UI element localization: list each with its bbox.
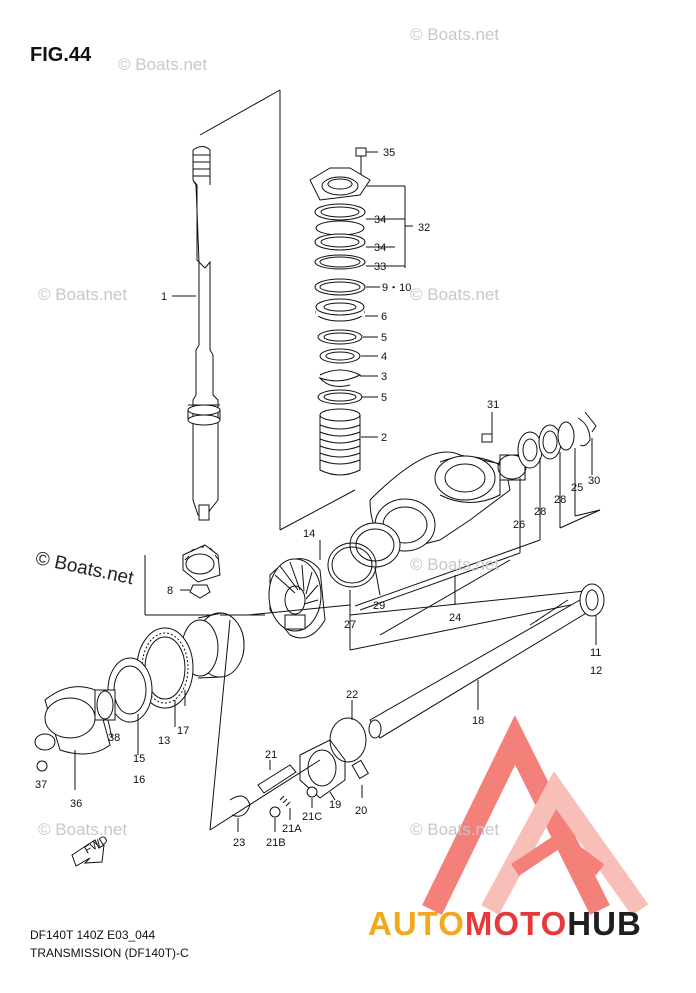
callout-21c: 21C bbox=[302, 811, 322, 823]
callout-36: 36 bbox=[70, 798, 82, 810]
fwd-arrow-icon bbox=[71, 839, 105, 867]
callout-23: 23 bbox=[233, 837, 245, 849]
figure-title: FIG.44 bbox=[30, 44, 92, 66]
callout-2: 2 bbox=[381, 432, 387, 444]
callout-16: 16 bbox=[133, 774, 145, 786]
automotohub-brand-text: AUTOMOTOHUB bbox=[368, 905, 642, 943]
watermark-text: © Boats.net bbox=[410, 25, 500, 44]
callout-4: 4 bbox=[381, 351, 387, 363]
callout-21: 21 bbox=[265, 749, 277, 761]
callout-9-10: 9・10 bbox=[382, 282, 411, 294]
callout-33: 33 bbox=[374, 261, 386, 273]
callout-1: 1 bbox=[161, 291, 167, 303]
callout-19: 19 bbox=[329, 799, 341, 811]
callout-5: 5 bbox=[381, 332, 387, 344]
callout-31: 31 bbox=[487, 399, 499, 411]
assembly-guide-lines bbox=[209, 604, 351, 831]
callout-26: 26 bbox=[513, 519, 525, 531]
callout-24: 24 bbox=[449, 612, 461, 624]
callout-34: 34 bbox=[374, 214, 386, 226]
callout-21b: 21B bbox=[266, 837, 286, 849]
brand-part-moto: MOTO bbox=[464, 905, 568, 942]
watermark-text: © Boats.net bbox=[38, 820, 128, 839]
callout-17: 17 bbox=[177, 725, 189, 737]
brand-part-hub: HUB bbox=[567, 905, 642, 942]
bearing-parts-13-15 bbox=[107, 627, 194, 755]
callout-14: 14 bbox=[303, 528, 315, 540]
callout-38: 38 bbox=[108, 732, 120, 744]
callout-37: 37 bbox=[35, 779, 47, 791]
callout-28: 28 bbox=[534, 506, 546, 518]
propeller-shaft-part-18 bbox=[368, 583, 605, 739]
diagram-caption: TRANSMISSION (DF140T)-C bbox=[30, 946, 189, 960]
watermark-text: © Boats.net bbox=[38, 285, 128, 304]
callout-34: 34 bbox=[374, 242, 386, 254]
callout-6: 6 bbox=[381, 311, 387, 323]
watermark-text: © Boats.net bbox=[410, 555, 500, 574]
callout-15: 15 bbox=[133, 753, 145, 765]
callout-32: 32 bbox=[418, 222, 430, 234]
callout-29: 29 bbox=[373, 600, 385, 612]
callout-3: 3 bbox=[381, 371, 387, 383]
callout-25: 25 bbox=[571, 482, 583, 494]
callout-8: 8 bbox=[167, 585, 173, 597]
forward-gear-part-14 bbox=[268, 558, 326, 639]
callout-21a: 21A bbox=[282, 823, 302, 835]
bearing-housing-part-24 bbox=[319, 411, 601, 651]
callout-28: 28 bbox=[554, 494, 566, 506]
watermark-text: © Boats.net bbox=[410, 820, 500, 839]
callout-labels: 35 34 32 34 33 9・10 6 5 4 3 5 2 1 31 14 … bbox=[35, 147, 602, 849]
watermark-text: © Boats.net bbox=[410, 285, 500, 304]
watermark-text: © Boats.net bbox=[118, 55, 208, 74]
callout-20: 20 bbox=[355, 805, 367, 817]
callout-27: 27 bbox=[344, 619, 356, 631]
callout-22: 22 bbox=[346, 689, 358, 701]
shim-stack-parts bbox=[309, 147, 413, 476]
push-rod-parts-21 bbox=[229, 760, 318, 832]
pinion-gear-part-8 bbox=[144, 544, 265, 616]
callout-13: 13 bbox=[158, 735, 170, 747]
reverse-gear-part-17 bbox=[181, 612, 265, 679]
clutch-dog-part-19 bbox=[299, 700, 370, 801]
propeller-housing-part-36 bbox=[34, 686, 116, 790]
callout-30: 30 bbox=[588, 475, 600, 487]
callout-11: 11 bbox=[590, 647, 601, 659]
drive-shaft-part-1 bbox=[172, 89, 356, 531]
diagram-code: DF140T 140Z E03_044 bbox=[30, 928, 156, 942]
automotohub-logo-icon bbox=[422, 715, 649, 916]
callout-35: 35 bbox=[383, 147, 395, 159]
callout-12: 12 bbox=[590, 665, 602, 677]
callout-5: 5 bbox=[381, 392, 387, 404]
callout-18: 18 bbox=[472, 715, 484, 727]
brand-part-auto: AUTO bbox=[368, 905, 465, 942]
